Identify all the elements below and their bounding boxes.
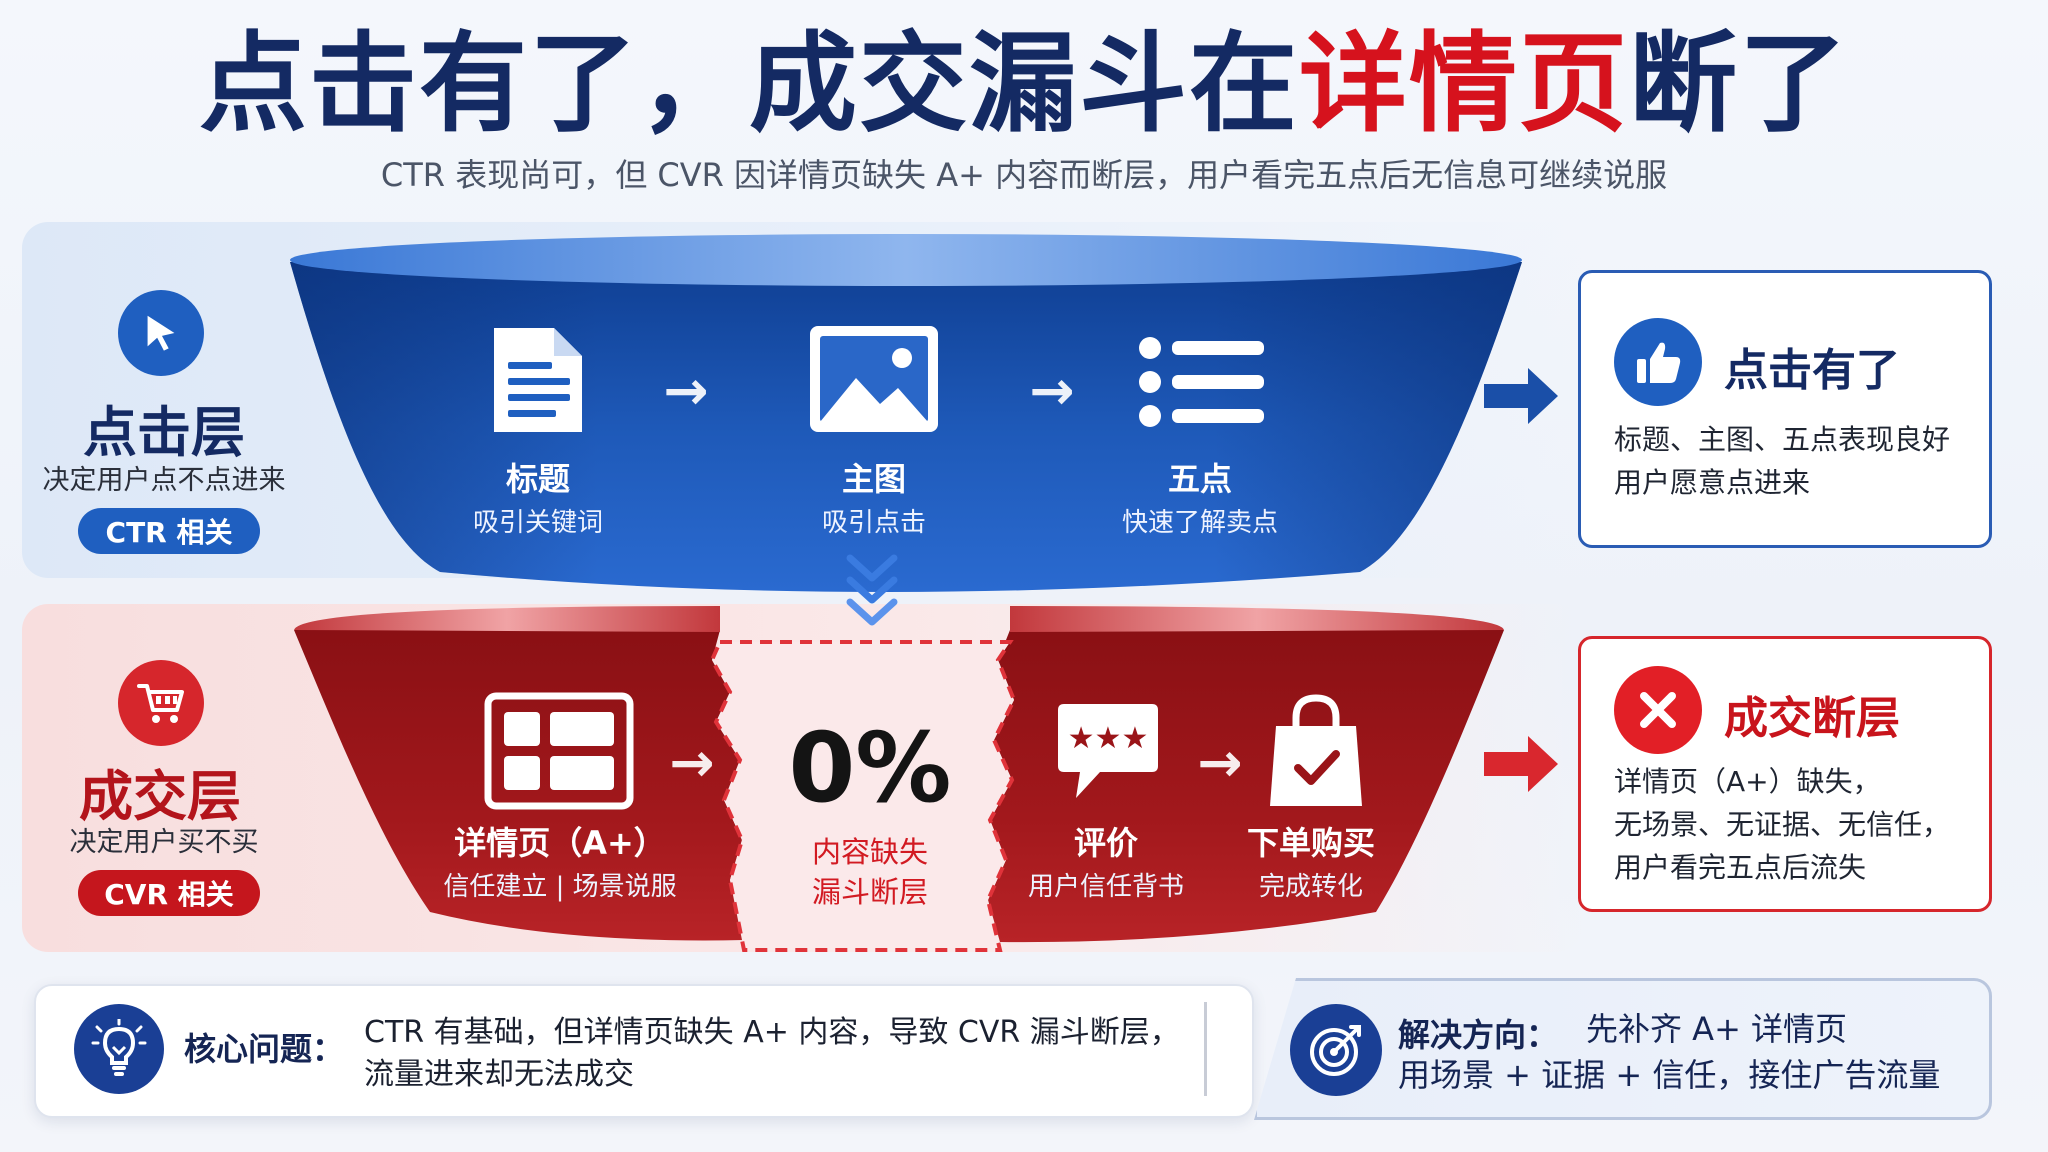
stage-sub-title: 吸引关键词 <box>472 508 603 538</box>
solution-line2: 用场景 + 证据 + 信任，接住广告流量 <box>1398 1056 1941 1094</box>
target-icon <box>1290 1004 1382 1096</box>
gap-value: 0% <box>788 712 952 824</box>
gap-label-line2: 漏斗断层 <box>811 875 928 909</box>
stage-title-reviews: 评价 <box>1073 824 1138 862</box>
layout-icon <box>484 692 634 810</box>
x-circle-icon <box>1614 666 1702 754</box>
stage-arrow-icon: → <box>1197 731 1243 794</box>
stage-sub-detail-page: 信任建立 | 场景说服 <box>443 872 677 902</box>
gap-label-line1: 内容缺失 <box>811 835 928 869</box>
image-icon <box>806 322 942 436</box>
stage-sub-reviews: 用户信任背书 <box>1027 872 1184 902</box>
deal-card-line1: 详情页（A+）缺失， <box>1614 765 1881 798</box>
stage-arrow-icon: → <box>1029 359 1075 422</box>
ctr-badge: CTR 相关 <box>78 508 260 554</box>
stage-arrow-icon: → <box>669 731 715 794</box>
deal-card-line3: 用户看完五点后流失 <box>1614 851 1867 884</box>
deal-card-title: 成交断层 <box>1724 693 1900 744</box>
page-title: 点击有了，成交漏斗在详情页断了 <box>198 22 1850 147</box>
arrow-right-icon <box>1484 736 1558 792</box>
stage-sub-purchase: 完成转化 <box>1258 872 1363 902</box>
click-funnel-rim <box>290 234 1522 286</box>
stage-arrow-icon: → <box>663 359 709 422</box>
problem-line1: CTR 有基础，但详情页缺失 A+ 内容，导致 CVR 漏斗断层， <box>364 1015 1180 1050</box>
divider <box>1204 1002 1207 1096</box>
deal-layer-title: 成交层 <box>79 765 241 828</box>
problem-label: 核心问题： <box>184 1030 345 1068</box>
stage-title-detail-page: 详情页（A+） <box>454 824 666 862</box>
deal-card-line2: 无场景、无证据、无信任， <box>1614 808 1951 841</box>
deal-layer-desc: 决定用户买不买 <box>69 827 259 858</box>
svg-text:★★★: ★★★ <box>1068 721 1149 756</box>
stage-sub-image: 吸引点击 <box>821 508 926 538</box>
click-card-line1: 标题、主图、五点表现良好 <box>1614 423 1951 456</box>
bullet-list-icon <box>1138 336 1266 428</box>
click-layer-title: 点击层 <box>83 401 245 464</box>
stage-title-bullets: 五点 <box>1167 460 1232 498</box>
deal-funnel-rim-left <box>294 606 720 632</box>
down-chevron-icon <box>846 554 898 582</box>
click-layer-desc: 决定用户点不点进来 <box>42 465 286 496</box>
shopping-bag-icon <box>1266 690 1366 812</box>
cursor-icon <box>118 290 204 376</box>
lightbulb-icon <box>74 1004 164 1094</box>
deal-funnel-rim-right <box>1010 606 1504 632</box>
document-icon <box>488 322 588 438</box>
cart-icon <box>118 660 204 746</box>
page-subtitle: CTR 表现尚可，但 CVR 因详情页缺失 A+ 内容而断层，用户看完五点后无信… <box>380 156 1668 194</box>
solution-label: 解决方向： <box>1398 1016 1559 1054</box>
stage-sub-bullets: 快速了解卖点 <box>1121 508 1278 538</box>
arrow-right-icon <box>1484 368 1558 424</box>
core-problem-panel <box>34 984 1254 1118</box>
stage-title-image: 主图 <box>841 460 906 498</box>
click-card-title: 点击有了 <box>1724 345 1900 396</box>
solution-line1: 先补齐 A+ 详情页 <box>1586 1010 1848 1048</box>
stage-title-purchase: 下单购买 <box>1246 824 1375 862</box>
click-card-line2: 用户愿意点进来 <box>1614 466 1811 499</box>
click-result-card <box>1578 270 1992 548</box>
review-bubble-icon: ★★★ <box>1054 700 1162 806</box>
funnel-gap-zone <box>709 640 1017 952</box>
cvr-badge: CVR 相关 <box>78 870 260 916</box>
thumbs-up-icon <box>1614 318 1702 406</box>
problem-line2: 流量进来却无法成交 <box>364 1057 634 1092</box>
stage-title-title: 标题 <box>505 460 570 498</box>
